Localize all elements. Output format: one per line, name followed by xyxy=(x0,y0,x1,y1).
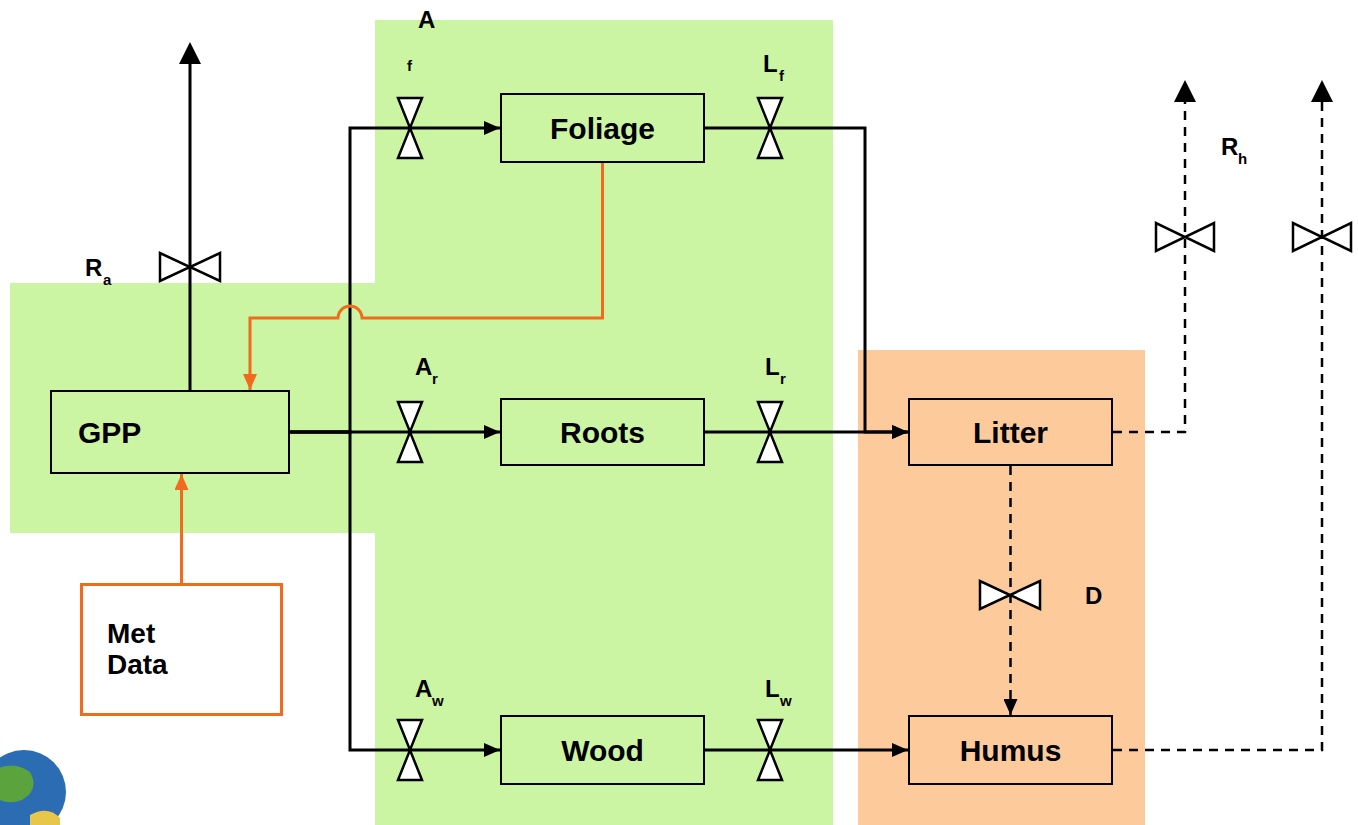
humus-respiration-line xyxy=(1113,100,1322,750)
flux-subscript: r xyxy=(780,371,786,386)
flux-valve xyxy=(758,720,782,780)
flux-symbol: D xyxy=(1085,584,1102,608)
flux-valve xyxy=(758,98,782,158)
pool-box: Humus xyxy=(908,715,1113,785)
flux-symbol: L xyxy=(765,355,780,379)
input-box: Met Data xyxy=(80,583,283,716)
pool-box: Wood xyxy=(500,715,705,785)
flux-subscript: w xyxy=(432,693,444,708)
flux-subscript: h xyxy=(1238,151,1247,166)
flux-valve xyxy=(160,253,220,281)
pool-box: Litter xyxy=(908,398,1113,466)
flux-valve xyxy=(1156,223,1214,251)
flux-symbol: A xyxy=(418,8,435,32)
carbon-flow-arrow xyxy=(290,431,500,434)
litter-respiration-line xyxy=(1113,100,1185,432)
pool-box: GPP xyxy=(50,390,290,474)
flux-valve xyxy=(398,98,422,158)
flux-symbol: L xyxy=(763,52,778,76)
control-arrow xyxy=(250,163,603,390)
carbon-flow-arrow xyxy=(705,431,908,434)
carbon-flow-arrow xyxy=(705,749,908,752)
node-label: Roots xyxy=(560,416,645,449)
flux-subscript: w xyxy=(780,693,792,708)
node-label: Met Data xyxy=(107,619,207,681)
respiration-arrowhead xyxy=(1174,80,1196,102)
pool-box: Roots xyxy=(500,398,705,466)
node-label: Litter xyxy=(973,416,1048,449)
flux-subscript: r xyxy=(432,371,438,386)
control-arrow xyxy=(180,474,183,583)
pool-box: Foliage xyxy=(500,93,705,163)
plant-region xyxy=(10,20,833,825)
carbon-flow-arrow xyxy=(705,128,908,432)
flux-symbol: L xyxy=(765,677,780,701)
soil-region xyxy=(858,350,1145,825)
flux-valve xyxy=(980,581,1040,609)
flux-subscript: a xyxy=(103,272,111,287)
flux-valve xyxy=(398,720,422,780)
respiration-arrowhead xyxy=(179,42,201,64)
carbon-flow-arrow xyxy=(290,128,500,432)
carbon-flow-arrow xyxy=(290,432,500,750)
flux-valve xyxy=(398,402,422,462)
node-label: Foliage xyxy=(550,112,655,145)
autotrophic-respiration-line xyxy=(189,62,192,390)
node-label: GPP xyxy=(78,416,141,449)
node-label: Wood xyxy=(561,734,644,767)
flux-symbol: A xyxy=(415,355,432,379)
respiration-arrowhead xyxy=(1311,80,1333,102)
globe-logo xyxy=(0,750,66,825)
flux-subscript: f xyxy=(407,58,412,73)
node-label: Humus xyxy=(960,734,1062,767)
flux-subscript: f xyxy=(779,68,784,83)
flux-symbol: R xyxy=(1221,135,1238,159)
flux-valve xyxy=(758,402,782,462)
flux-valve xyxy=(1293,223,1351,251)
flux-symbol: R xyxy=(85,256,102,280)
flux-symbol: A xyxy=(415,677,432,701)
carbon-flow-arrow xyxy=(1009,466,1012,715)
